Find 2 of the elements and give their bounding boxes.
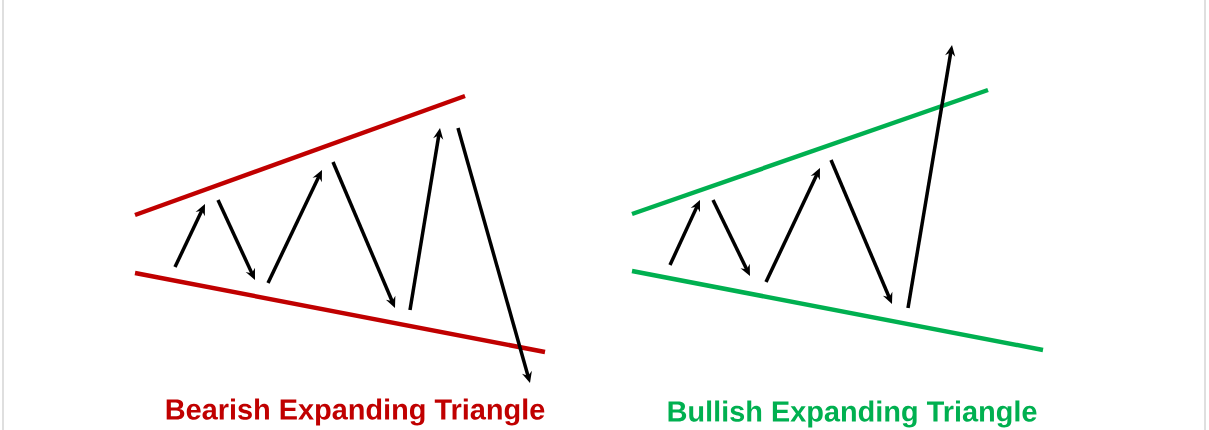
pattern-title: Bearish Expanding Triangle (166, 398, 545, 426)
pattern-title: Bullish Expanding Triangle (668, 400, 1037, 428)
